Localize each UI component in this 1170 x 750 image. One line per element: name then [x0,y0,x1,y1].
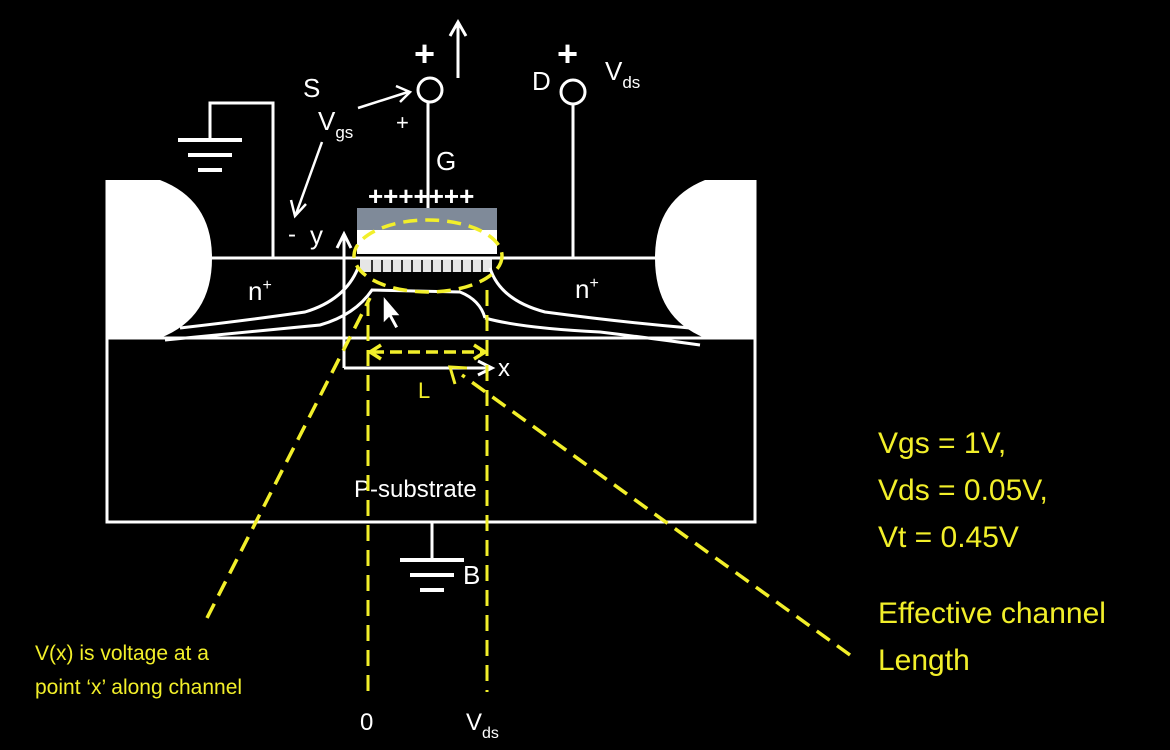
x-axis-arrow-icon [344,359,496,377]
source-wire [208,101,275,258]
source-label: S [303,73,320,103]
bulk-ground-icon [400,558,464,592]
vgs-arrow-icon [289,84,413,219]
effective-channel-text-2: Length [878,644,970,677]
condition-vgs: Vgs = 1V, [878,427,1006,460]
vgs-label: Vgs [318,106,353,142]
drain-plus: + [557,33,578,74]
drain-label: D [532,66,551,96]
voltage-note-line-1: V(x) is voltage at a [35,642,209,665]
length-dimension-icon [366,343,489,361]
up-arrow-icon [448,18,468,78]
origin-label: 0 [360,709,373,736]
source-depletion-curve-outer [164,288,487,342]
voltage-note-pointer [205,297,372,619]
condition-vds: Vds = 0.05V, [878,474,1048,507]
effective-length-arrowhead-icon [447,365,468,385]
vds-bottom-label: Vds [466,709,499,742]
substrate-label: P-substrate [354,476,477,503]
gate-terminal [416,76,444,104]
gate-charges: +++++++ [368,181,474,211]
mouse-cursor-icon [382,292,403,330]
length-label: L [418,378,430,403]
left-field-oxide [107,180,212,338]
drain-depletion-curve-outer [484,316,701,347]
gate-plus: + [414,33,435,74]
channel-highlight-ellipse [352,218,504,294]
vgs-minus: - [288,221,296,248]
effective-length-pointer [460,373,852,657]
right-field-oxide [655,180,755,338]
voltage-note-line-2: point ‘x’ along channel [35,676,242,699]
drain-n-plus: n+ [575,274,599,304]
bulk-label: B [463,560,480,590]
x-axis-label: x [498,355,510,382]
gate-oxide [357,230,497,254]
source-n-plus: n+ [248,276,272,306]
vgs-plus: + [396,110,409,135]
drain-terminal [559,78,587,106]
vds-label: Vds [605,56,640,92]
y-axis-label: y [310,220,323,250]
effective-channel-text-1: Effective channel [878,597,1106,630]
condition-vt: Vt = 0.45V [878,521,1019,554]
ground-icon [178,138,242,172]
drain-depletion-curve [488,267,691,330]
gate-label: G [436,146,456,176]
